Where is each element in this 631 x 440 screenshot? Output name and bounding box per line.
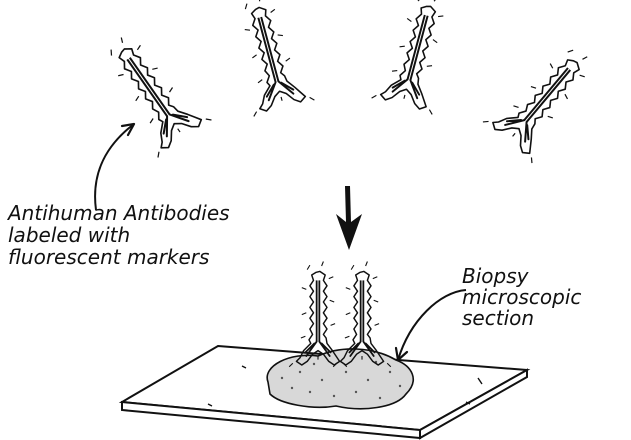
biopsy-tissue-section: [267, 349, 413, 409]
antibody-label-line-3: fluorescent markers: [8, 246, 230, 268]
antibody-center-left: [224, 0, 314, 116]
antibody-label-line-2: labeled with: [8, 224, 230, 246]
biopsy-label-line-1: Biopsy: [462, 266, 581, 287]
down-arrow-icon: [336, 186, 362, 250]
antibody-pointer-arrow: [95, 124, 134, 210]
biopsy-label: Biopsy microscopic section: [462, 266, 581, 329]
biopsy-pointer-arrow: [396, 290, 466, 360]
antibody-center-right: [372, 0, 462, 114]
antibody-left: [90, 22, 212, 157]
biopsy-label-line-2: microscopic: [462, 287, 581, 308]
antibody-label: Antihuman Antibodies labeled with fluore…: [8, 202, 230, 268]
antibody-right: [483, 32, 607, 163]
antibody-label-line-1: Antihuman Antibodies: [8, 202, 230, 224]
biopsy-label-line-3: section: [462, 308, 581, 329]
